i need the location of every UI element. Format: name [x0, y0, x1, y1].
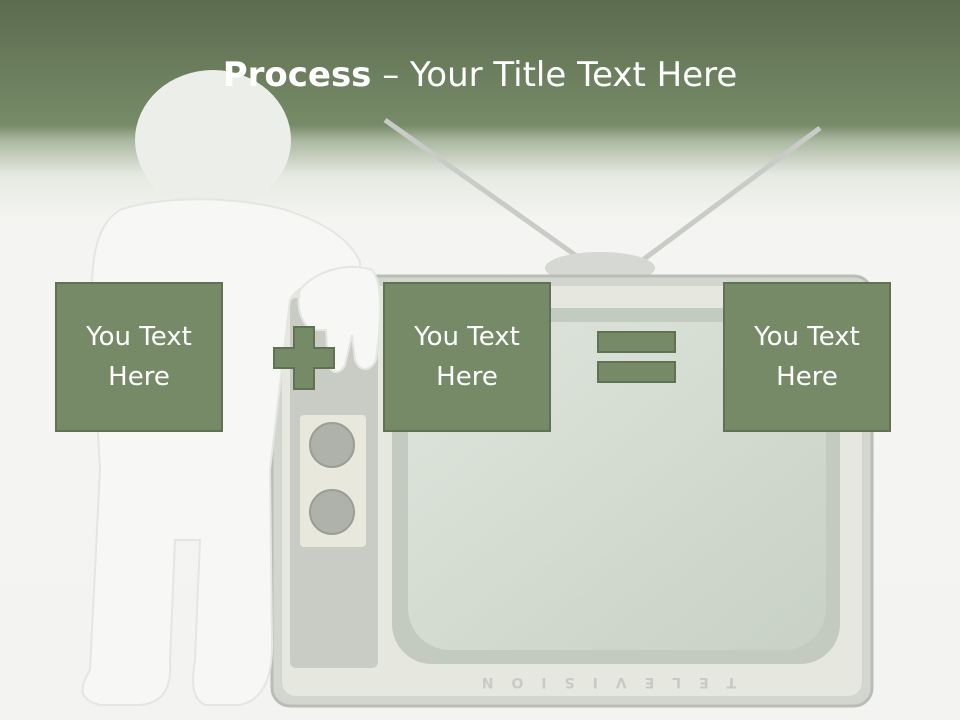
plus-icon — [273, 326, 335, 390]
tv-knob — [309, 422, 355, 468]
title-rest: – Your Title Text Here — [371, 55, 738, 95]
tv-antenna — [383, 117, 822, 284]
process-box-2[interactable]: You Text Here — [383, 282, 551, 432]
process-box-text: You Text Here — [414, 322, 520, 392]
tv-label: TELEVISION — [464, 674, 737, 690]
slide-title: Process – Your Title Text Here — [0, 52, 960, 98]
process-box-text: You Text Here — [754, 322, 860, 392]
process-box-text: You Text Here — [86, 322, 192, 392]
title-bold: Process — [222, 55, 372, 95]
tv-knob — [309, 489, 355, 535]
equals-icon — [597, 331, 676, 383]
process-box-3[interactable]: You Text Here — [723, 282, 891, 432]
process-box-1[interactable]: You Text Here — [55, 282, 223, 432]
